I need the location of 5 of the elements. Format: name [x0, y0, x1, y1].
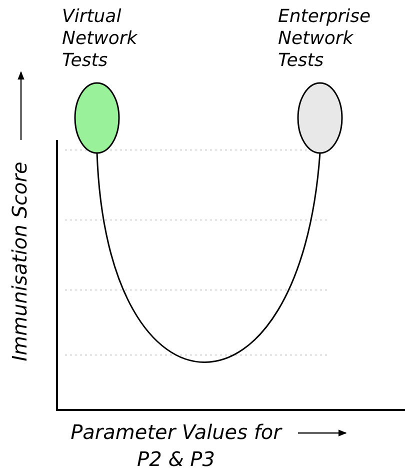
curve-line: [96, 152, 321, 363]
axis-label: Immunisation Score: [6, 160, 32, 364]
node-heading: Virtual Network Tests: [62, 6, 138, 72]
node-heading: Enterprise Network Tests: [278, 6, 371, 72]
axis-label: Parameter Values for P2 & P3: [70, 419, 284, 473]
